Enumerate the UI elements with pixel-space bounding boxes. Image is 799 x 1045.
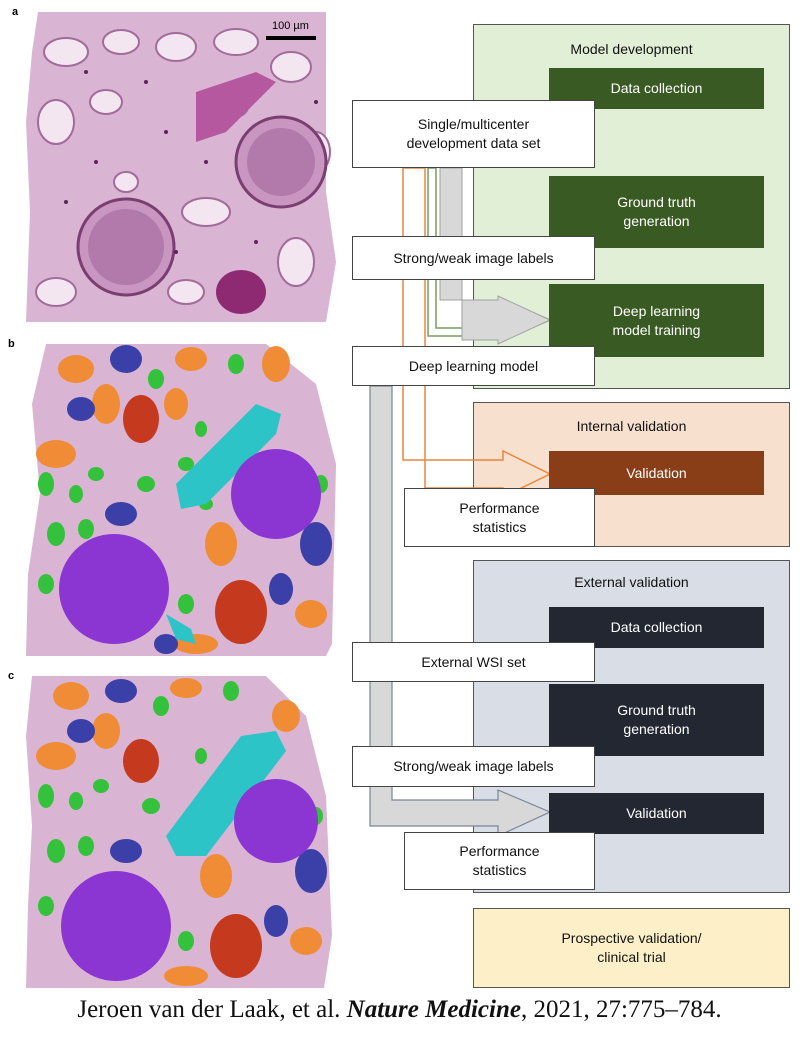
scale-bar-label: 100 µm bbox=[272, 20, 309, 32]
citation-details: , 2021, 27:775–784. bbox=[520, 996, 722, 1023]
external-validation-title: External validation bbox=[574, 574, 689, 590]
image-labels-box-2: Strong/weak image labels bbox=[352, 746, 595, 787]
histology-image-panel-a: 100 µm bbox=[26, 12, 336, 322]
prospective-validation-box: Prospective validation/ clinical trial bbox=[473, 908, 790, 988]
panel-letter-a: a bbox=[12, 6, 19, 18]
citation-journal: Nature Medicine bbox=[346, 996, 521, 1023]
performance-stats-box-1: Performance statistics bbox=[404, 488, 595, 547]
arrow-to-external-validation bbox=[369, 385, 552, 837]
segmentation-image-panel-b bbox=[26, 344, 336, 656]
dev-dataset-box: Single/multicenter development data set bbox=[352, 100, 595, 168]
citation: Jeroen van der Laak, et al. Nature Medic… bbox=[0, 996, 799, 1024]
panel-letter-b: b bbox=[8, 338, 15, 350]
internal-validation-title: Internal validation bbox=[576, 418, 687, 434]
internal-step-validation: Validation bbox=[549, 451, 764, 495]
model-development-title: Model development bbox=[570, 41, 693, 57]
arrow-to-internal-validation bbox=[402, 167, 552, 499]
dev-step-model-training: Deep learning model training bbox=[549, 284, 764, 357]
external-step-ground-truth: Ground truth generation bbox=[549, 684, 764, 756]
segmentation-image-panel-c bbox=[26, 676, 336, 988]
deep-learning-model-box: Deep learning model bbox=[352, 346, 595, 386]
external-step-data-collection: Data collection bbox=[549, 607, 764, 648]
image-labels-box-1: Strong/weak image labels bbox=[352, 236, 595, 280]
performance-stats-box-2: Performance statistics bbox=[404, 832, 595, 890]
panel-letter-c: c bbox=[8, 670, 15, 682]
citation-authors: Jeroen van der Laak, et al. bbox=[77, 996, 347, 1023]
external-step-validation: Validation bbox=[549, 793, 764, 834]
external-wsi-box: External WSI set bbox=[352, 642, 595, 682]
